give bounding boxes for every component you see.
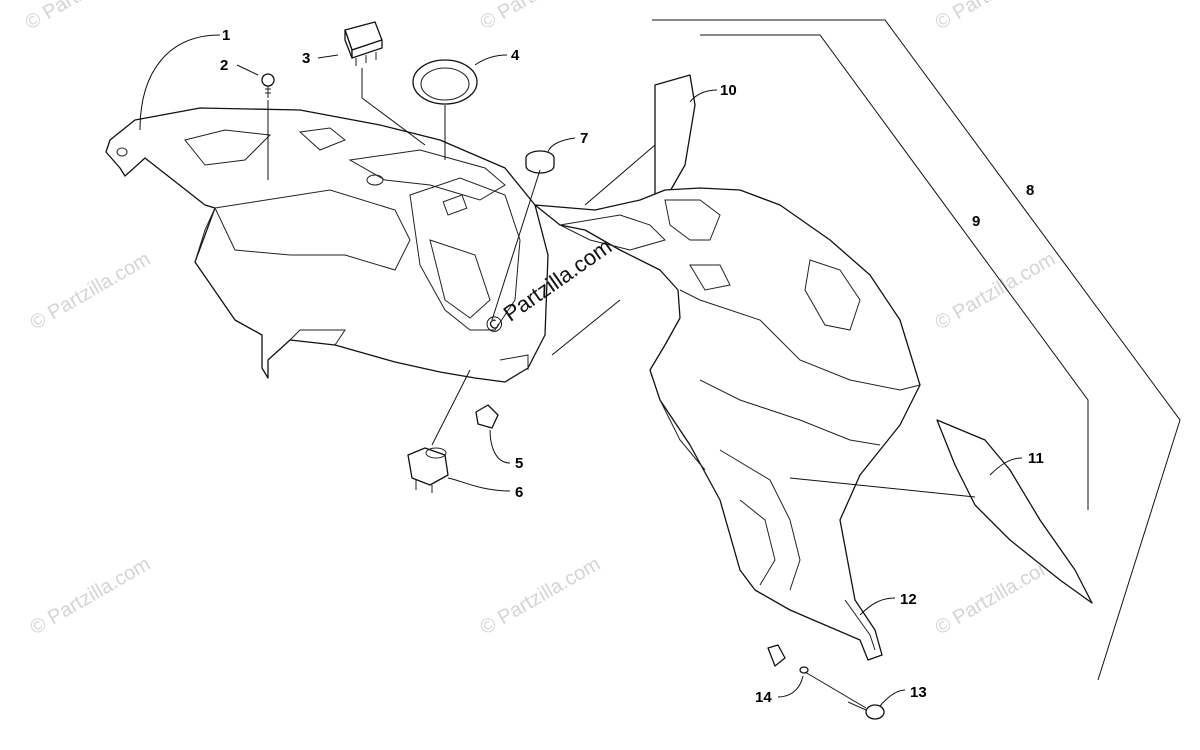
watermark-5: © Partzilla.com — [932, 248, 1060, 334]
callout-6: 6 — [515, 484, 523, 501]
callout-4: 4 — [511, 47, 520, 64]
part-3-switch — [344, 21, 383, 66]
leader-13 — [879, 689, 906, 707]
callout-11: 11 — [1028, 450, 1044, 467]
callout-labels: 1 2 3 4 5 6 7 8 9 10 11 12 13 14 — [220, 27, 1044, 706]
leader-3 — [317, 54, 339, 59]
watermark-1: © Partzilla.com — [22, 0, 150, 34]
callout-14: 14 — [755, 689, 772, 706]
leader-5 — [489, 429, 511, 464]
bracket-8 — [652, 19, 1181, 681]
leader-6-up — [431, 369, 471, 446]
callout-9: 9 — [972, 213, 980, 230]
leader-12-line — [551, 299, 621, 356]
leader-4 — [474, 54, 508, 66]
leader-3-diag — [361, 97, 426, 146]
callout-1: 1 — [222, 27, 230, 44]
watermark-7: © Partzilla.com — [477, 553, 605, 639]
watermark-4: © Partzilla.com — [27, 248, 155, 334]
watermark-8: © Partzilla.com — [932, 553, 1060, 639]
watermark-6: © Partzilla.com — [27, 553, 155, 639]
callout-12: 12 — [900, 591, 917, 608]
callout-2: 2 — [220, 57, 228, 74]
leader-11-line — [789, 477, 976, 498]
leader-7 — [547, 137, 576, 153]
leader-14 — [777, 675, 804, 698]
leader-12 — [859, 597, 896, 616]
leader-6 — [447, 477, 511, 492]
part-1-left-console — [105, 107, 549, 383]
part-11-panel — [936, 419, 1093, 604]
callout-8: 8 — [1026, 182, 1034, 199]
callout-5: 5 — [515, 455, 523, 472]
callout-7: 7 — [580, 130, 588, 147]
watermark-3: © Partzilla.com — [932, 0, 1060, 34]
leader-lines — [139, 19, 1181, 709]
part-12-right-console — [534, 187, 921, 661]
leader-10 — [689, 89, 718, 103]
leader-10-diag — [584, 144, 656, 206]
part-7-cap — [525, 150, 555, 174]
leader-11 — [989, 457, 1023, 476]
part-6-switch — [407, 447, 449, 493]
part-4-ring — [412, 59, 478, 105]
part-10-fin — [654, 74, 696, 201]
part-5-clip — [475, 404, 499, 429]
watermark-2: © Partzilla.com — [477, 0, 605, 34]
callout-10: 10 — [720, 82, 737, 99]
part-14-nut — [767, 644, 809, 674]
part-2-screw — [261, 73, 275, 98]
leader-7-diag — [491, 169, 541, 321]
part-13-bolt — [847, 701, 885, 720]
leader-2 — [236, 64, 259, 76]
bracket-9 — [700, 34, 1089, 510]
leader-1 — [139, 34, 221, 131]
callout-3: 3 — [302, 50, 310, 67]
callout-13: 13 — [910, 684, 927, 701]
leader-13-line — [804, 671, 867, 709]
